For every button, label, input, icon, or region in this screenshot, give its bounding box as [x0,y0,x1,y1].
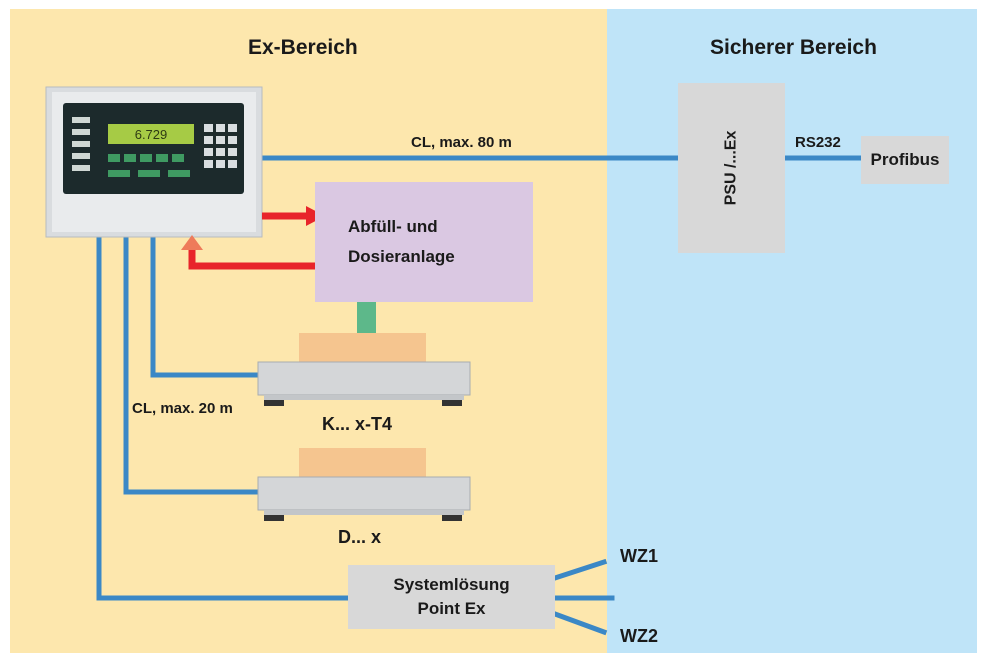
profibus-box: Profibus [861,136,949,184]
system-label-line1: Systemlösung [393,575,510,594]
cable-label-20m: CL, max. 20 m [132,400,233,417]
signal-arrow-from-plant [181,235,315,270]
profibus-label: Profibus [870,150,940,169]
rs232-label: RS232 [795,134,841,151]
cable-wz2 [551,610,608,636]
cable-terminal-scale-k [150,234,265,378]
safe-zone-title: Sicherer Bereich [710,36,877,59]
wz2-label: WZ2 [620,626,658,646]
system-label-line2: Point Ex [417,599,486,618]
plant-label-line1: Abfüll- und [348,217,438,236]
cable-terminal-scale-d [123,234,265,495]
cable-terminal-system [96,234,351,601]
plant-label-line2: Dosieranlage [348,247,455,266]
filling-dosing-plant-box: Abfüll- und Dosieranlage [315,182,533,302]
terminal-device: 6.729 [45,86,263,238]
psu-label: PSU /...Ex [722,130,740,206]
system-solution-box: Systemlösung Point Ex [348,565,555,629]
safe-zone [607,9,977,653]
cable-label-80m: CL, max. 80 m [411,134,512,151]
scale-d-label: D... x [338,527,382,547]
terminal-display-value: 6.729 [135,127,168,142]
ex-zone-title: Ex-Bereich [248,36,358,59]
cable-wz1 [551,558,608,582]
plant-scale-connector [357,302,376,335]
scale-k-label: K... x-T4 [322,414,393,434]
scale-d [257,448,471,521]
scale-k [257,333,471,406]
psu-box: PSU /...Ex [678,83,785,253]
wz1-label: WZ1 [620,546,658,566]
